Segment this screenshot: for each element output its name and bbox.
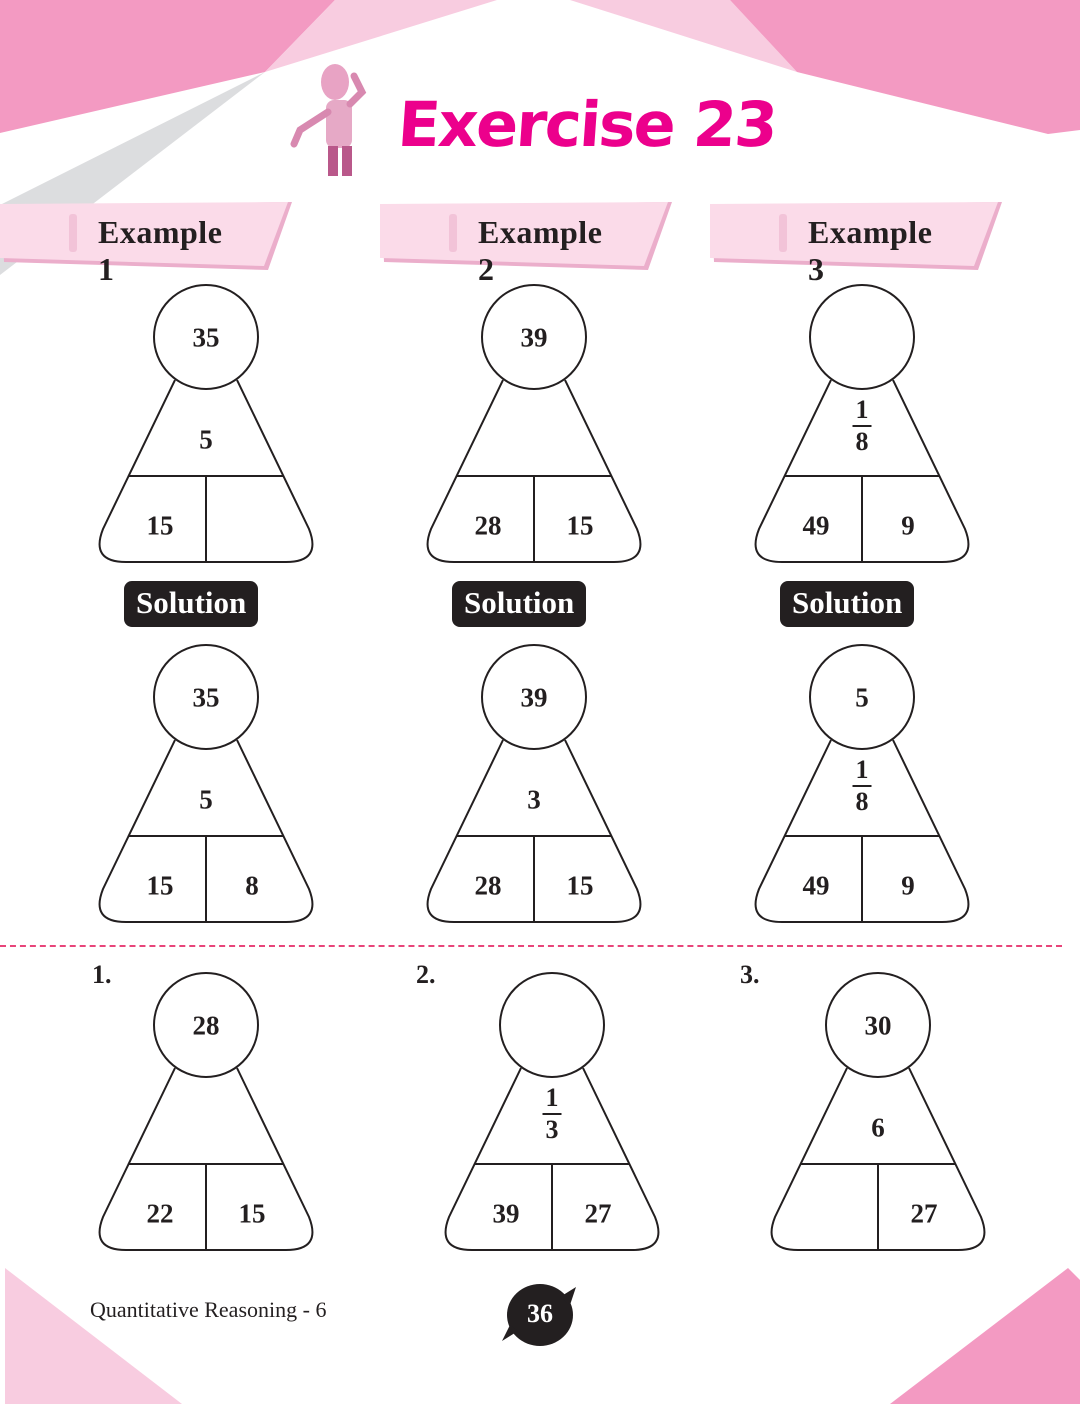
solution-badge: Solution xyxy=(780,581,915,627)
example-2-question-diagram: 39 28 15 xyxy=(414,277,654,577)
page-number: 36 xyxy=(527,1299,553,1328)
fraction-numerator: 1 xyxy=(852,395,872,427)
bottom-left-value: 15 xyxy=(146,510,174,541)
bottom-left-value: 49 xyxy=(802,510,830,541)
circle-value: 35 xyxy=(192,682,220,713)
footer-book-title: Quantitative Reasoning - 6 xyxy=(90,1297,327,1322)
bottom-right-value: 27 xyxy=(584,1198,612,1229)
bottom-right-value: 27 xyxy=(910,1198,938,1229)
fraction-denominator: 8 xyxy=(855,787,869,816)
problem-number: 2. xyxy=(416,960,436,989)
bottom-right-value: 15 xyxy=(566,510,594,541)
middle-value: 6 xyxy=(871,1112,885,1143)
example-2-solution-diagram: 39 3 28 15 xyxy=(414,637,654,937)
circle-value: 30 xyxy=(864,1010,892,1041)
circle-value: 39 xyxy=(520,322,548,353)
fraction-numerator: 1 xyxy=(542,1083,562,1115)
girl-mascot-icon xyxy=(290,64,367,176)
circle-value: 5 xyxy=(855,682,869,713)
bottom-right-value: 15 xyxy=(238,1198,266,1229)
fraction-numerator: 1 xyxy=(852,755,872,787)
problem-3-diagram: 30 6 27 xyxy=(758,965,998,1265)
pencil-mascot-icon xyxy=(779,214,787,252)
pencil-mascot-icon xyxy=(69,214,77,252)
page-number-badge: 36 xyxy=(500,1283,580,1347)
circle-value: 39 xyxy=(520,682,548,713)
bottom-right-value: 9 xyxy=(901,510,915,541)
section-divider xyxy=(0,945,1062,947)
fraction-denominator: 3 xyxy=(545,1115,559,1144)
middle-value: 3 xyxy=(527,784,541,815)
bottom-left-value: 39 xyxy=(492,1198,520,1229)
bottom-right-value: 15 xyxy=(566,870,594,901)
fraction-denominator: 8 xyxy=(855,427,869,456)
bottom-right-value: 9 xyxy=(901,870,915,901)
bottom-left-value: 49 xyxy=(802,870,830,901)
bottom-left-value: 28 xyxy=(474,870,502,901)
example-1-solution-diagram: 35 5 15 8 xyxy=(86,637,326,937)
bottom-right-value: 8 xyxy=(245,870,259,901)
problem-number: 1. xyxy=(92,960,112,989)
bottom-left-value: 28 xyxy=(474,510,502,541)
middle-value: 5 xyxy=(199,424,213,455)
pencil-mascot-icon xyxy=(449,214,457,252)
problem-number: 3. xyxy=(740,960,760,989)
middle-value: 5 xyxy=(199,784,213,815)
solution-badge: Solution xyxy=(124,581,259,627)
example-label: Example 1 xyxy=(98,214,223,287)
circle-value: 35 xyxy=(192,322,220,353)
example-label: Example 2 xyxy=(478,214,603,287)
bottom-left-value: 15 xyxy=(146,870,174,901)
bottom-left-value: 22 xyxy=(146,1198,174,1229)
example-label: Example 3 xyxy=(808,214,933,287)
problem-1-diagram: 28 22 15 xyxy=(86,965,326,1265)
page-title: Exercise 23 xyxy=(395,88,779,161)
example-1-question-diagram: 35 5 15 xyxy=(86,277,326,577)
circle-value: 28 xyxy=(192,1010,220,1041)
solution-badge: Solution xyxy=(452,581,587,627)
